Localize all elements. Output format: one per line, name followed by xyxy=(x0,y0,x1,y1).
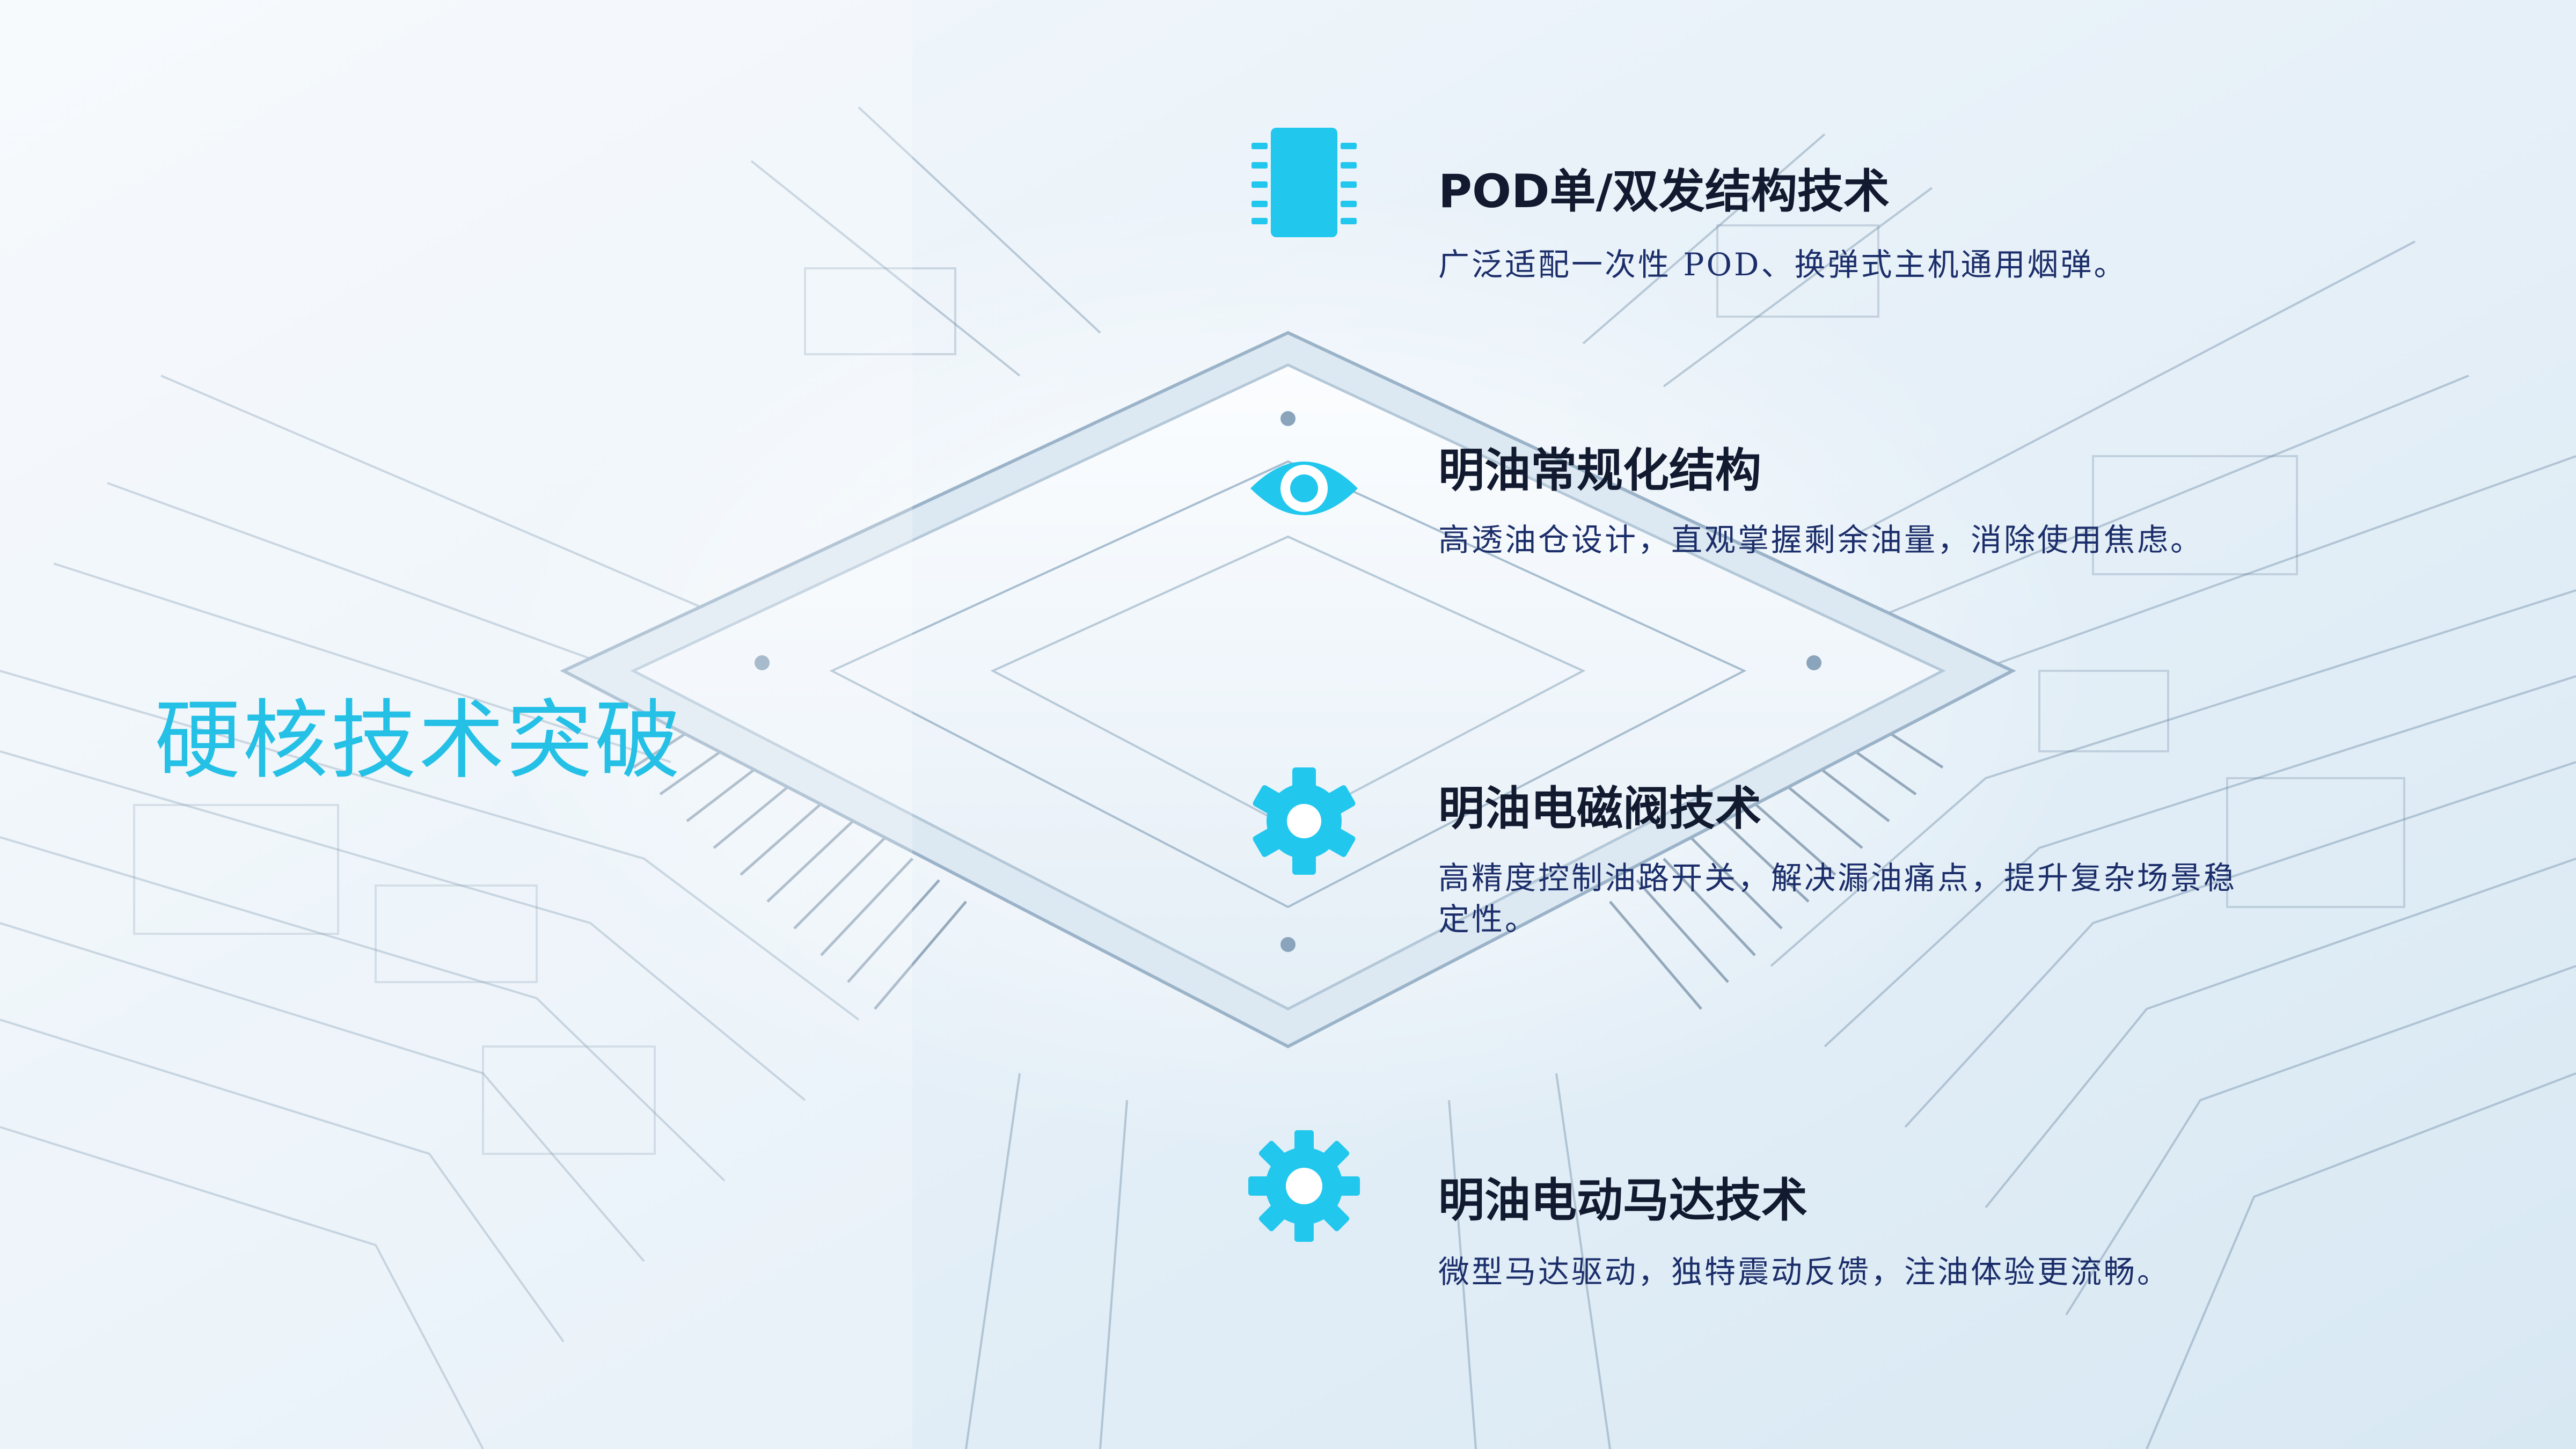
feature-clear-oil-structure: 明油常规化结构 高透油仓设计，直观掌握剩余油量，消除使用焦虑。 xyxy=(1245,429,2479,590)
slide-title: 硬核技术突破 xyxy=(155,690,683,791)
feature-pod-structure: POD单/双发结构技术 广泛适配一次性 POD、换弹式主机通用烟弹。 xyxy=(1245,123,2479,284)
feature-solenoid-valve: 明油电磁阀技术 高精度控制油路开关，解决漏油痛点，提升复杂场景稳定性。 xyxy=(1245,762,2479,938)
feature-title: 明油电动马达技术 xyxy=(1438,1174,1807,1227)
gear-icon xyxy=(1245,1127,1363,1245)
feature-title: 明油电磁阀技术 xyxy=(1438,782,1761,836)
feature-description: 高透油仓设计，直观掌握剩余油量，消除使用焦虑。 xyxy=(1438,522,2204,558)
gear-icon xyxy=(1245,762,1363,880)
feature-title: POD单/双发结构技术 xyxy=(1438,165,1890,218)
feature-description: 微型马达驱动，独特震动反馈，注油体验更流畅。 xyxy=(1438,1254,2171,1290)
feature-description: 高精度控制油路开关，解决漏油痛点，提升复杂场景稳定性。 xyxy=(1438,860,2237,938)
chip-icon xyxy=(1245,123,1363,241)
feature-title: 明油常规化结构 xyxy=(1438,444,1761,497)
feature-electric-motor: 明油电动马达技术 微型马达驱动，独特震动反馈，注油体验更流畅。 xyxy=(1245,1127,2479,1290)
feature-description: 广泛适配一次性 POD、换弹式主机通用烟弹。 xyxy=(1438,246,2127,283)
eye-icon xyxy=(1245,429,1363,547)
